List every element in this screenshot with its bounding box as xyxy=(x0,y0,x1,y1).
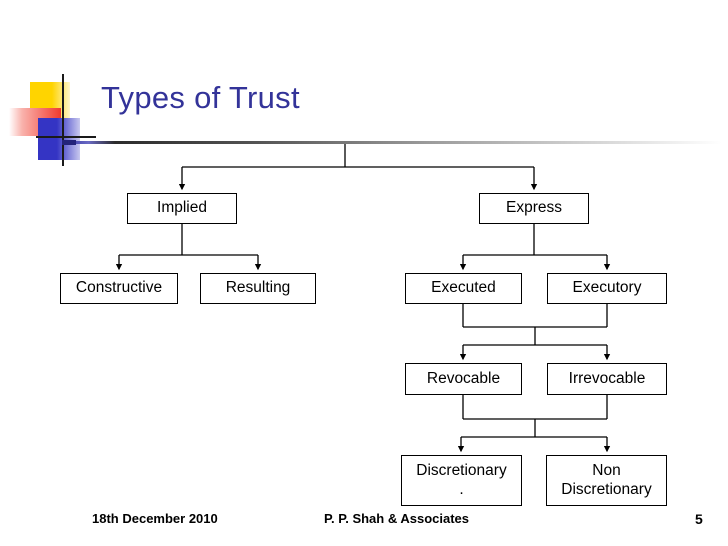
node-irrevocable[interactable]: Irrevocable xyxy=(547,363,667,395)
node-implied-label: Implied xyxy=(157,199,207,217)
node-constructive-label: Constructive xyxy=(75,279,163,297)
node-irrevocable-label: Irrevocable xyxy=(568,369,646,387)
title-underline-accent xyxy=(62,140,76,145)
node-resulting[interactable]: Resulting xyxy=(200,273,316,304)
page-title: Types of Trust xyxy=(101,80,300,115)
cross-horizontal-line-icon xyxy=(36,136,96,138)
node-constructive[interactable]: Constructive xyxy=(60,273,178,304)
node-revocable[interactable]: Revocable xyxy=(405,363,522,395)
node-executed[interactable]: Executed xyxy=(405,273,522,304)
node-executed-label: Executed xyxy=(431,279,496,297)
node-express-label: Express xyxy=(506,199,562,217)
node-non-discretionary-label-2: Discretionary xyxy=(561,480,652,498)
footer-date: 18th December 2010 xyxy=(92,511,218,526)
decorative-logo xyxy=(0,60,120,170)
node-implied[interactable]: Implied xyxy=(127,193,237,224)
node-non-discretionary[interactable]: Non Discretionary xyxy=(546,455,667,506)
cross-vertical-line-icon xyxy=(62,74,64,166)
node-non-discretionary-label: Non xyxy=(592,461,621,479)
node-discretionary-label-2: . xyxy=(459,480,464,498)
node-executory[interactable]: Executory xyxy=(547,273,667,304)
footer-organization: P. P. Shah & Associates xyxy=(324,511,469,526)
node-discretionary-label: Discretionary xyxy=(416,461,507,479)
node-resulting-label: Resulting xyxy=(225,279,291,297)
footer-page-number: 5 xyxy=(695,511,703,527)
blue-square-icon xyxy=(38,118,80,160)
node-discretionary[interactable]: Discretionary . xyxy=(401,455,522,506)
node-revocable-label: Revocable xyxy=(426,369,501,387)
node-executory-label: Executory xyxy=(572,279,642,297)
node-express[interactable]: Express xyxy=(479,193,589,224)
title-underline-rule xyxy=(62,141,722,144)
